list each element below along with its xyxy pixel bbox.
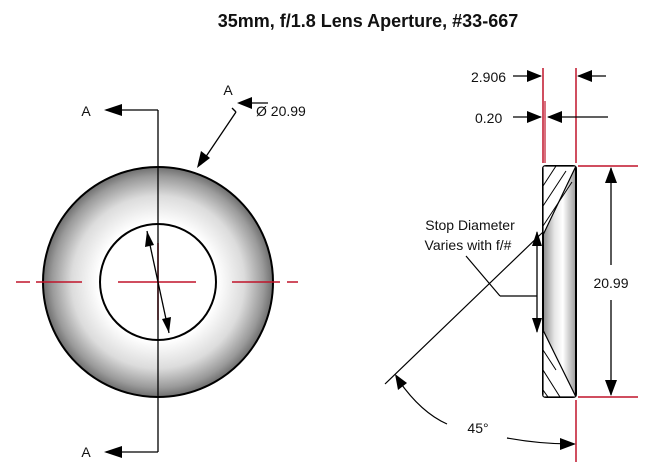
outer-diameter-label: Ø 20.99 [256,103,306,119]
height-label: 20.99 [593,275,628,291]
drawing-title: 35mm, f/1.8 Lens Aperture, #33-667 [218,11,518,31]
stop-diameter-arrow [532,231,542,333]
edge-label: 0.20 [475,110,502,126]
note-leader [465,255,537,297]
side-view: Stop Diameter Varies with f/# 45° [384,68,638,462]
angle-construction-line [384,231,544,385]
front-view: A A A Ø 20.99 [16,82,306,460]
stop-note-line1: Stop Diameter [425,217,515,233]
section-plane-line [104,104,159,458]
inner-diameter-arrow [145,230,171,334]
thickness-label: 2.906 [471,69,506,85]
thickness-dimension [513,70,606,82]
extension-lines [542,68,638,462]
outer-diameter-leader [197,97,268,168]
height-dimension [605,167,617,396]
angle-arc [395,374,576,450]
leader-label-a: A [223,82,233,98]
stop-note-line2: Varies with f/# [425,237,512,253]
angle-label: 45° [467,420,488,436]
section-label-top: A [81,103,91,119]
edge-dimension [513,111,608,123]
section-hatching [543,166,576,397]
section-label-bottom: A [81,444,91,460]
